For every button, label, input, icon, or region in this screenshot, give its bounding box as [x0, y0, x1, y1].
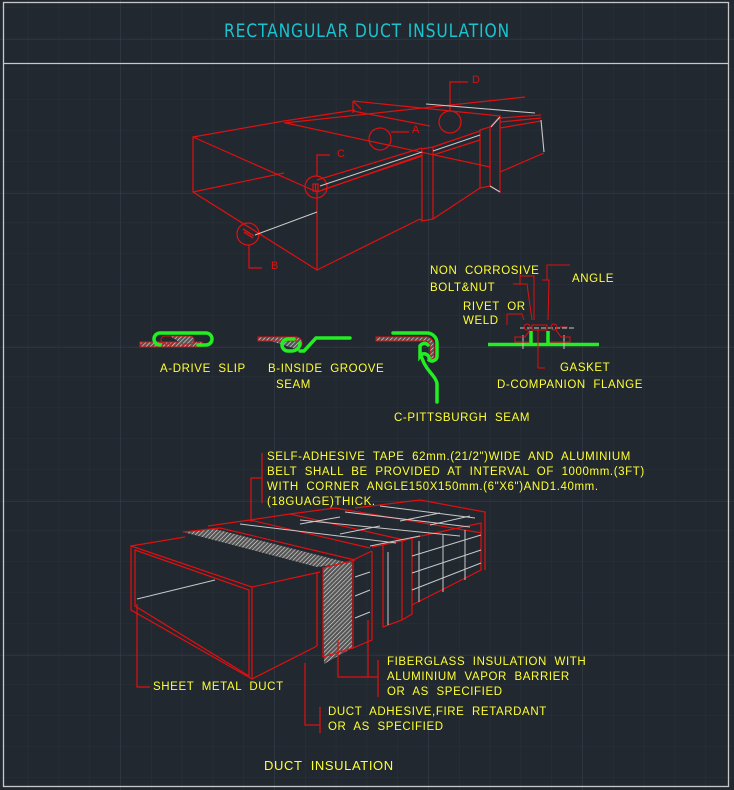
label-drive-slip: A-DRIVE SLIP — [160, 363, 246, 375]
iso-duct-hidden-edges — [254, 103, 545, 236]
label-rivet-2: WELD — [463, 315, 499, 327]
fiberglass-line-1: FIBERGLASS INSULATION WITH — [387, 656, 587, 668]
tape-note-line-4: (18GUAGE)THICK. — [267, 496, 376, 508]
label-inside-groove-2: SEAM — [276, 379, 311, 391]
pittsburgh-seam-detail — [375, 331, 439, 404]
companion-flange-detail — [488, 264, 599, 369]
label-bolt-1: NON CORROSIVE — [430, 265, 540, 277]
label-gasket: GASKET — [560, 362, 611, 374]
tape-note-line-3: WITH CORNER ANGLE150X150mm.(6"X6")AND1.4… — [267, 481, 599, 493]
drive-slip-marker-b — [242, 228, 255, 239]
fiberglass-line-2: ALUMINIUM VAPOR BARRIER — [387, 671, 570, 683]
caption-duct-insulation: DUCT INSULATION — [264, 758, 394, 773]
callout-d: D — [472, 74, 480, 86]
label-pittsburgh-seam: C-PITTSBURGH SEAM — [394, 412, 531, 424]
tape-note-line-1: SELF-ADHESIVE TAPE 62mm.(21/2")WIDE AND … — [267, 451, 631, 463]
iso-duct-assembly — [192, 81, 545, 272]
callout-c: C — [337, 148, 345, 160]
label-sheet-metal-duct: SHEET METAL DUCT — [153, 681, 284, 693]
label-inside-groove-1: B-INSIDE GROOVE — [268, 363, 385, 375]
drawing-title: RECTANGULAR DUCT INSULATION — [223, 20, 511, 42]
adhesive-line-2: OR AS SPECIFIED — [328, 721, 444, 733]
callout-b: B — [271, 260, 279, 272]
tape-note-line-2: BELT SHALL BE PROVIDED AT INTERVAL OF 10… — [267, 466, 645, 478]
label-bolt-2: BOLT&NUT — [430, 282, 496, 294]
label-angle: ANGLE — [572, 273, 614, 285]
label-companion-flange: D-COMPANION FLANGE — [497, 379, 644, 391]
drive-slip-detail — [139, 331, 214, 348]
callout-a: A — [412, 124, 420, 136]
insulated-duct-assembly — [130, 453, 486, 733]
fiberglass-line-3: OR AS SPECIFIED — [387, 686, 503, 698]
adhesive-line-1: DUCT ADHESIVE,FIRE RETARDANT — [328, 706, 547, 718]
inside-groove-detail — [257, 336, 352, 353]
label-rivet-1: RIVET OR — [463, 301, 526, 313]
